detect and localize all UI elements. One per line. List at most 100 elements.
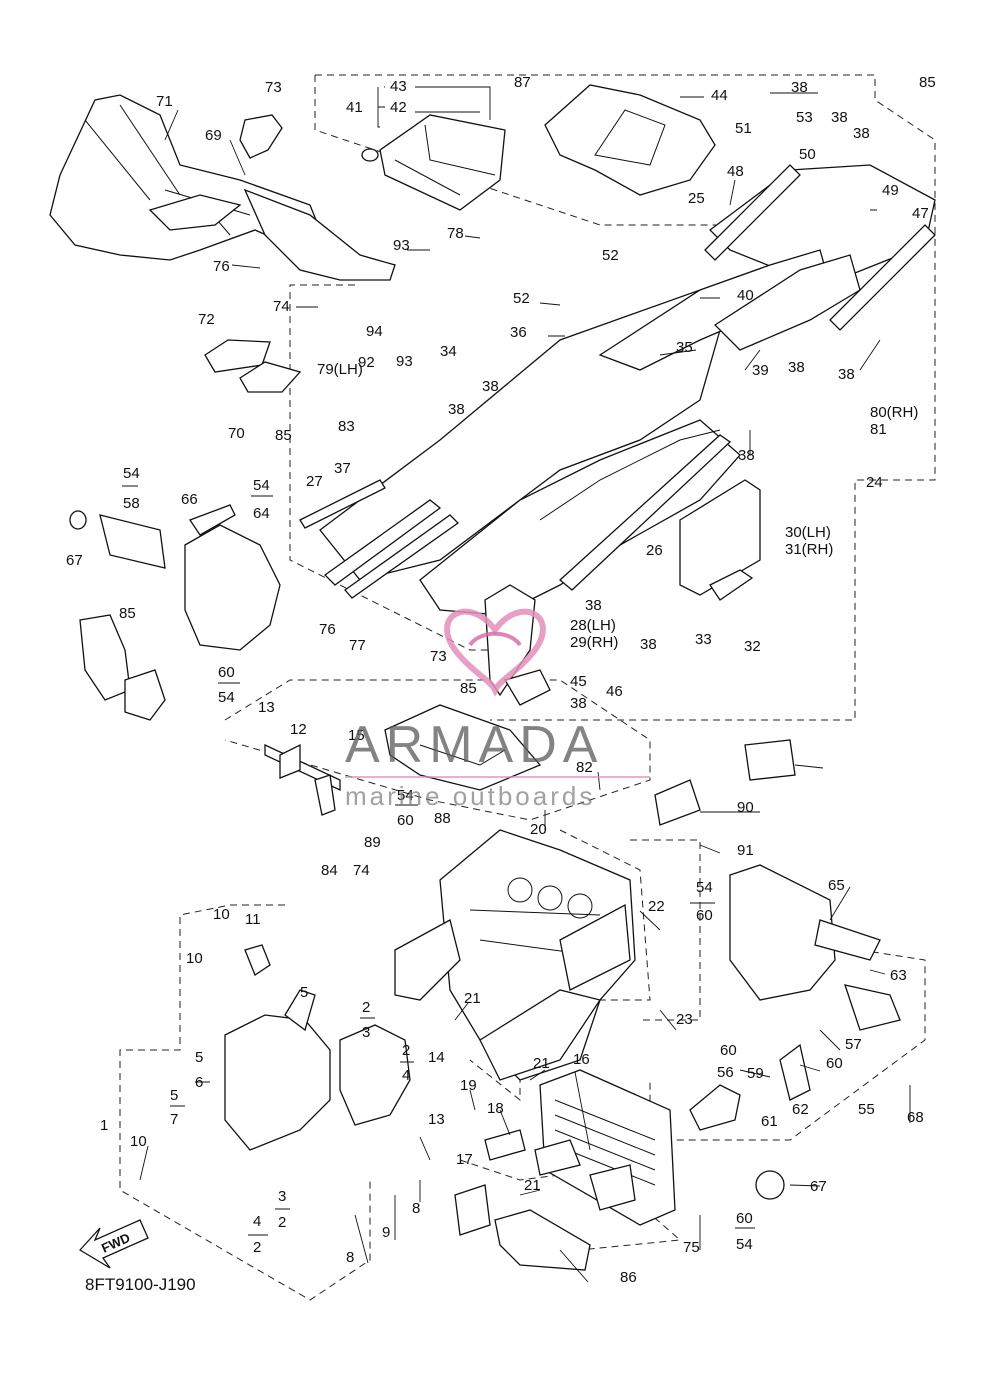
callout: 48: [727, 163, 744, 180]
callout: 54: [696, 879, 713, 896]
plate-25: [544, 84, 716, 196]
callout: 14: [428, 1049, 445, 1066]
callout: 80(RH): [870, 404, 918, 421]
callout: 50: [799, 146, 816, 163]
callout: 21: [464, 990, 481, 1007]
callout: 30(LH): [785, 524, 831, 541]
callout: 79(LH): [317, 361, 363, 378]
callout: 9: [382, 1224, 390, 1241]
callout: 60: [218, 664, 235, 681]
callout: 53: [796, 109, 813, 126]
callout: 61: [761, 1113, 778, 1130]
callout: 45: [570, 673, 587, 690]
callout: 8: [412, 1200, 420, 1217]
rail-12: [264, 743, 341, 816]
callout: 38: [831, 109, 848, 126]
callout: 41: [346, 99, 363, 116]
callout: 4: [402, 1067, 410, 1084]
callout: 22: [648, 898, 665, 915]
callout: 29(RH): [570, 634, 618, 651]
callout: 76: [213, 258, 230, 275]
callout: 81: [870, 421, 887, 438]
diagram-code: 8FT9100-J190: [85, 1275, 196, 1294]
callout: 76: [319, 621, 336, 638]
callout: 62: [792, 1101, 809, 1118]
leader-lines: [139, 86, 911, 1283]
callout: 28(LH): [570, 617, 616, 634]
fwd-arrow: FWD: [78, 1219, 149, 1269]
callout: 34: [440, 343, 457, 360]
callout: 40: [737, 287, 754, 304]
callout: 73: [430, 648, 447, 665]
callout: 93: [393, 237, 410, 254]
ecu-box-41: [361, 114, 506, 211]
callout: 74: [353, 862, 370, 879]
callout: 11: [245, 911, 261, 928]
callout: 77: [349, 637, 366, 654]
callout: 38: [482, 378, 499, 395]
callout: 91: [737, 842, 754, 859]
callout: 89: [364, 834, 381, 851]
callout: 54: [123, 465, 140, 482]
mount-bracket-72: [239, 114, 283, 159]
callout: 78: [447, 225, 464, 242]
callout: 27: [306, 473, 323, 490]
callout: 85: [119, 605, 136, 622]
callout: 7: [170, 1111, 178, 1128]
callout: 5: [170, 1087, 178, 1104]
steering-parts: [454, 1129, 636, 1271]
callout: 65: [828, 877, 845, 894]
callout: 51: [735, 120, 752, 137]
callout: 2: [402, 1042, 410, 1059]
rear-frame-49: [704, 164, 936, 331]
callout: 8: [346, 1249, 354, 1266]
callout: 2: [253, 1239, 261, 1256]
callout: 36: [510, 324, 527, 341]
rear-bumper-64: [729, 864, 901, 1031]
callout: 75: [683, 1239, 700, 1256]
callout: 38: [791, 79, 808, 96]
callout: 85: [275, 427, 292, 444]
callout: 20: [530, 821, 547, 838]
callout: 68: [907, 1109, 924, 1126]
callout: 4: [253, 1213, 261, 1230]
callout: 52: [513, 290, 530, 307]
callout: 12: [290, 721, 307, 738]
callout: 60: [826, 1055, 843, 1072]
callout: 69: [205, 127, 222, 144]
callout: 2: [278, 1214, 286, 1231]
callout: 82: [576, 759, 593, 776]
front-suspension-frame-1: [224, 944, 411, 1151]
callout: 5: [300, 984, 308, 1001]
callout: 39: [752, 362, 769, 379]
callout: 84: [321, 862, 338, 879]
callout: 23: [676, 1011, 693, 1028]
callout: 32: [744, 638, 761, 655]
callout: 46: [606, 683, 623, 700]
callout: 57: [845, 1036, 862, 1053]
plate-94: [744, 739, 796, 781]
callout: 52: [602, 247, 619, 264]
callout: 38: [738, 447, 755, 464]
callout: 38: [640, 636, 657, 653]
side-panel-58: [689, 1043, 811, 1200]
callout: 19: [460, 1077, 477, 1094]
callout: 60: [397, 812, 414, 829]
callout: 38: [448, 401, 465, 418]
callout: 42: [390, 99, 407, 116]
callout: 54: [736, 1236, 753, 1253]
callout: 35: [676, 339, 693, 356]
callout: 92: [358, 354, 375, 371]
callout: 31(RH): [785, 541, 833, 558]
callout: 44: [711, 87, 728, 104]
callout: 13: [258, 699, 275, 716]
callout: 90: [737, 799, 754, 816]
callout: 16: [573, 1051, 590, 1068]
callout: 21: [533, 1055, 550, 1072]
callout-labels: 1 2 2 2 2 3 3 4 4 5 5 5 6 7 8 8 9 10 10 …: [66, 74, 936, 1286]
callout: 55: [858, 1101, 875, 1118]
callout: 17: [456, 1151, 473, 1168]
callout: 10: [130, 1133, 147, 1150]
callout: 60: [720, 1042, 737, 1059]
bracket-85-left: [79, 614, 166, 721]
